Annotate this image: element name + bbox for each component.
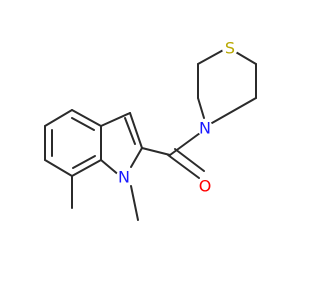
bond-c3a-c4-double [71, 117, 95, 131]
bond-c6-c7 [44, 159, 73, 177]
morpholine-nitrogen-symbol: N [199, 119, 211, 138]
bond-n-c3 [211, 97, 257, 124]
atom-label-oxygen: O [197, 177, 213, 196]
bond-c2-n [197, 97, 205, 119]
atom-label-indole-nitrogen: N [116, 168, 132, 187]
indole-nitrogen-symbol: N [118, 168, 130, 187]
bond-c2-c3 [129, 112, 143, 149]
methyl-groups [71, 175, 139, 221]
sulfur-symbol: S [225, 39, 235, 58]
bond-n-carbonyl [169, 132, 201, 156]
bond-c4-c5 [44, 109, 73, 127]
bond-c7-c7a-double [72, 155, 96, 169]
indole-benzene-ring [44, 109, 102, 177]
bond-c7-c7a [71, 159, 102, 177]
atom-label-sulfur: S [222, 39, 238, 58]
bond-c3a-c4 [71, 109, 102, 127]
oxygen-symbol: O [199, 177, 212, 196]
molecule-structure-diagram: S N O N [44, 39, 257, 221]
bond-c4-s [233, 50, 257, 65]
indole-pyrrole-ring [100, 112, 143, 177]
bond-s-c1 [197, 47, 228, 65]
carbonyl-group [141, 132, 205, 179]
atom-label-morpholine-nitrogen: N [197, 119, 213, 138]
bond-n1-c7a [100, 159, 121, 177]
bond-carbonyl-oxygen-1 [167, 154, 200, 179]
bond-c3-c3a [100, 112, 131, 127]
thiomorpholine-ring [197, 47, 257, 124]
bond-carbonyl-c2 [141, 147, 171, 156]
bond-n1-methyl [130, 185, 139, 221]
bond-carbonyl-oxygen-2 [174, 148, 205, 172]
bond-c2-n1 [130, 147, 143, 168]
bond-c2-c3-double [124, 117, 136, 145]
